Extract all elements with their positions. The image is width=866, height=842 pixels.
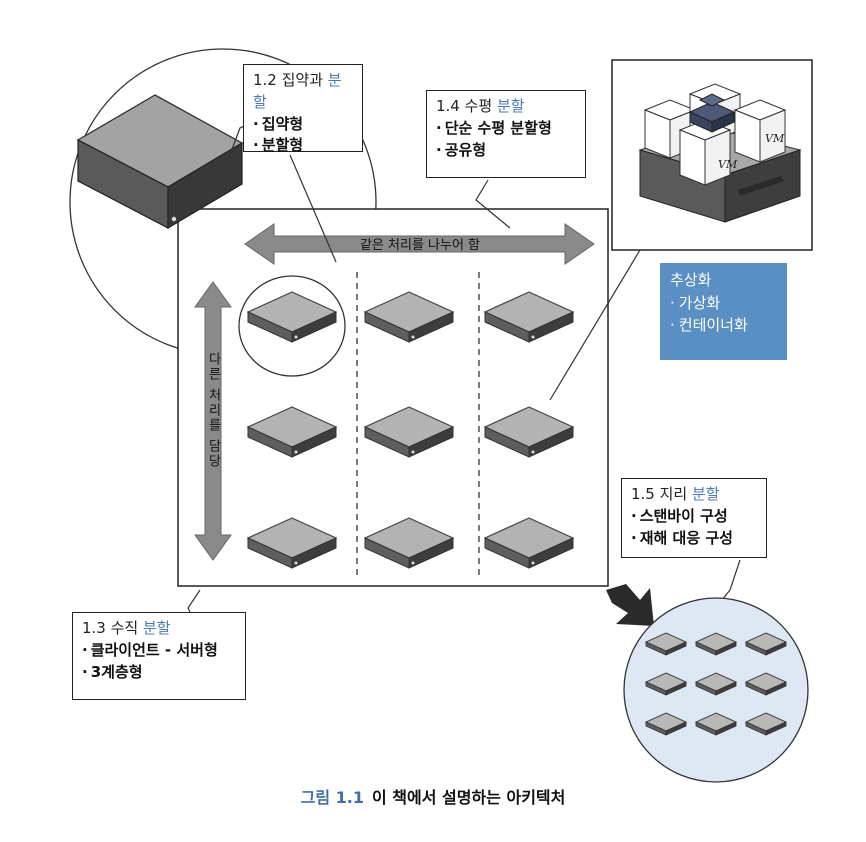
server-grid: [247, 291, 574, 569]
callout-item: 공유형: [436, 140, 576, 162]
vm-host-icon: [638, 83, 802, 223]
highlight-circle: [238, 275, 346, 377]
figure-number: 그림 1.1: [300, 788, 364, 807]
horizontal-arrow: [244, 223, 595, 265]
callout-item: 클라이언트 - 서버형: [82, 640, 236, 662]
vertical-split-callout: 1.3 수직 분할 클라이언트 - 서버형 3계층형: [72, 612, 246, 700]
figure-caption: 그림 1.1 이 책에서 설명하는 아키텍처: [0, 784, 866, 808]
callout-title: 1.5 지리 분할: [631, 485, 720, 503]
large-server-icon: [76, 94, 244, 230]
geo-split-callout: 1.5 지리 분할 스탠바이 구성 재해 대응 구성: [621, 478, 767, 558]
aggregation-callout: 1.2 집약과 분할 집약형 분할형: [243, 64, 363, 154]
vertical-arrow-label: 다른 처리를 담당: [206, 352, 221, 469]
abstraction-item: 컨테이너화: [670, 314, 777, 337]
horizontal-split-callout: 1.4 수평 분할 단순 수평 분할형 공유형: [426, 90, 586, 178]
vm-cube: [733, 99, 787, 163]
callout-item: 분할형: [253, 135, 353, 157]
vm-label: VM: [765, 132, 785, 145]
vm-label: VM: [718, 158, 738, 171]
geo-arrow-icon: [606, 584, 654, 626]
callout-item: 스탠바이 구성: [631, 506, 757, 528]
callout-item: 재해 대응 구성: [631, 528, 757, 550]
callout-title: 1.3 수직 분할: [82, 619, 171, 637]
abstraction-item: 가상화: [670, 292, 777, 315]
geo-server-grid: [645, 632, 787, 736]
callout-item: 집약형: [253, 114, 353, 136]
vertical-arrow: [194, 281, 232, 561]
abstraction-title: 추상화: [670, 271, 712, 289]
figure-caption-text: 이 책에서 설명하는 아키텍처: [372, 788, 566, 807]
vm-cube: [678, 119, 732, 186]
container-stack-icon: [688, 93, 736, 133]
callout-title: 1.4 수평 분할: [436, 97, 525, 115]
callout-title: 1.2 집약과 분할: [253, 71, 342, 111]
callout-item: 3계층형: [82, 662, 236, 684]
abstraction-box: 추상화 가상화 컨테이너화: [660, 263, 787, 360]
horizontal-arrow-label: 같은 처리를 나누어 함: [360, 238, 480, 253]
callout-item: 단순 수평 분할형: [436, 118, 576, 140]
